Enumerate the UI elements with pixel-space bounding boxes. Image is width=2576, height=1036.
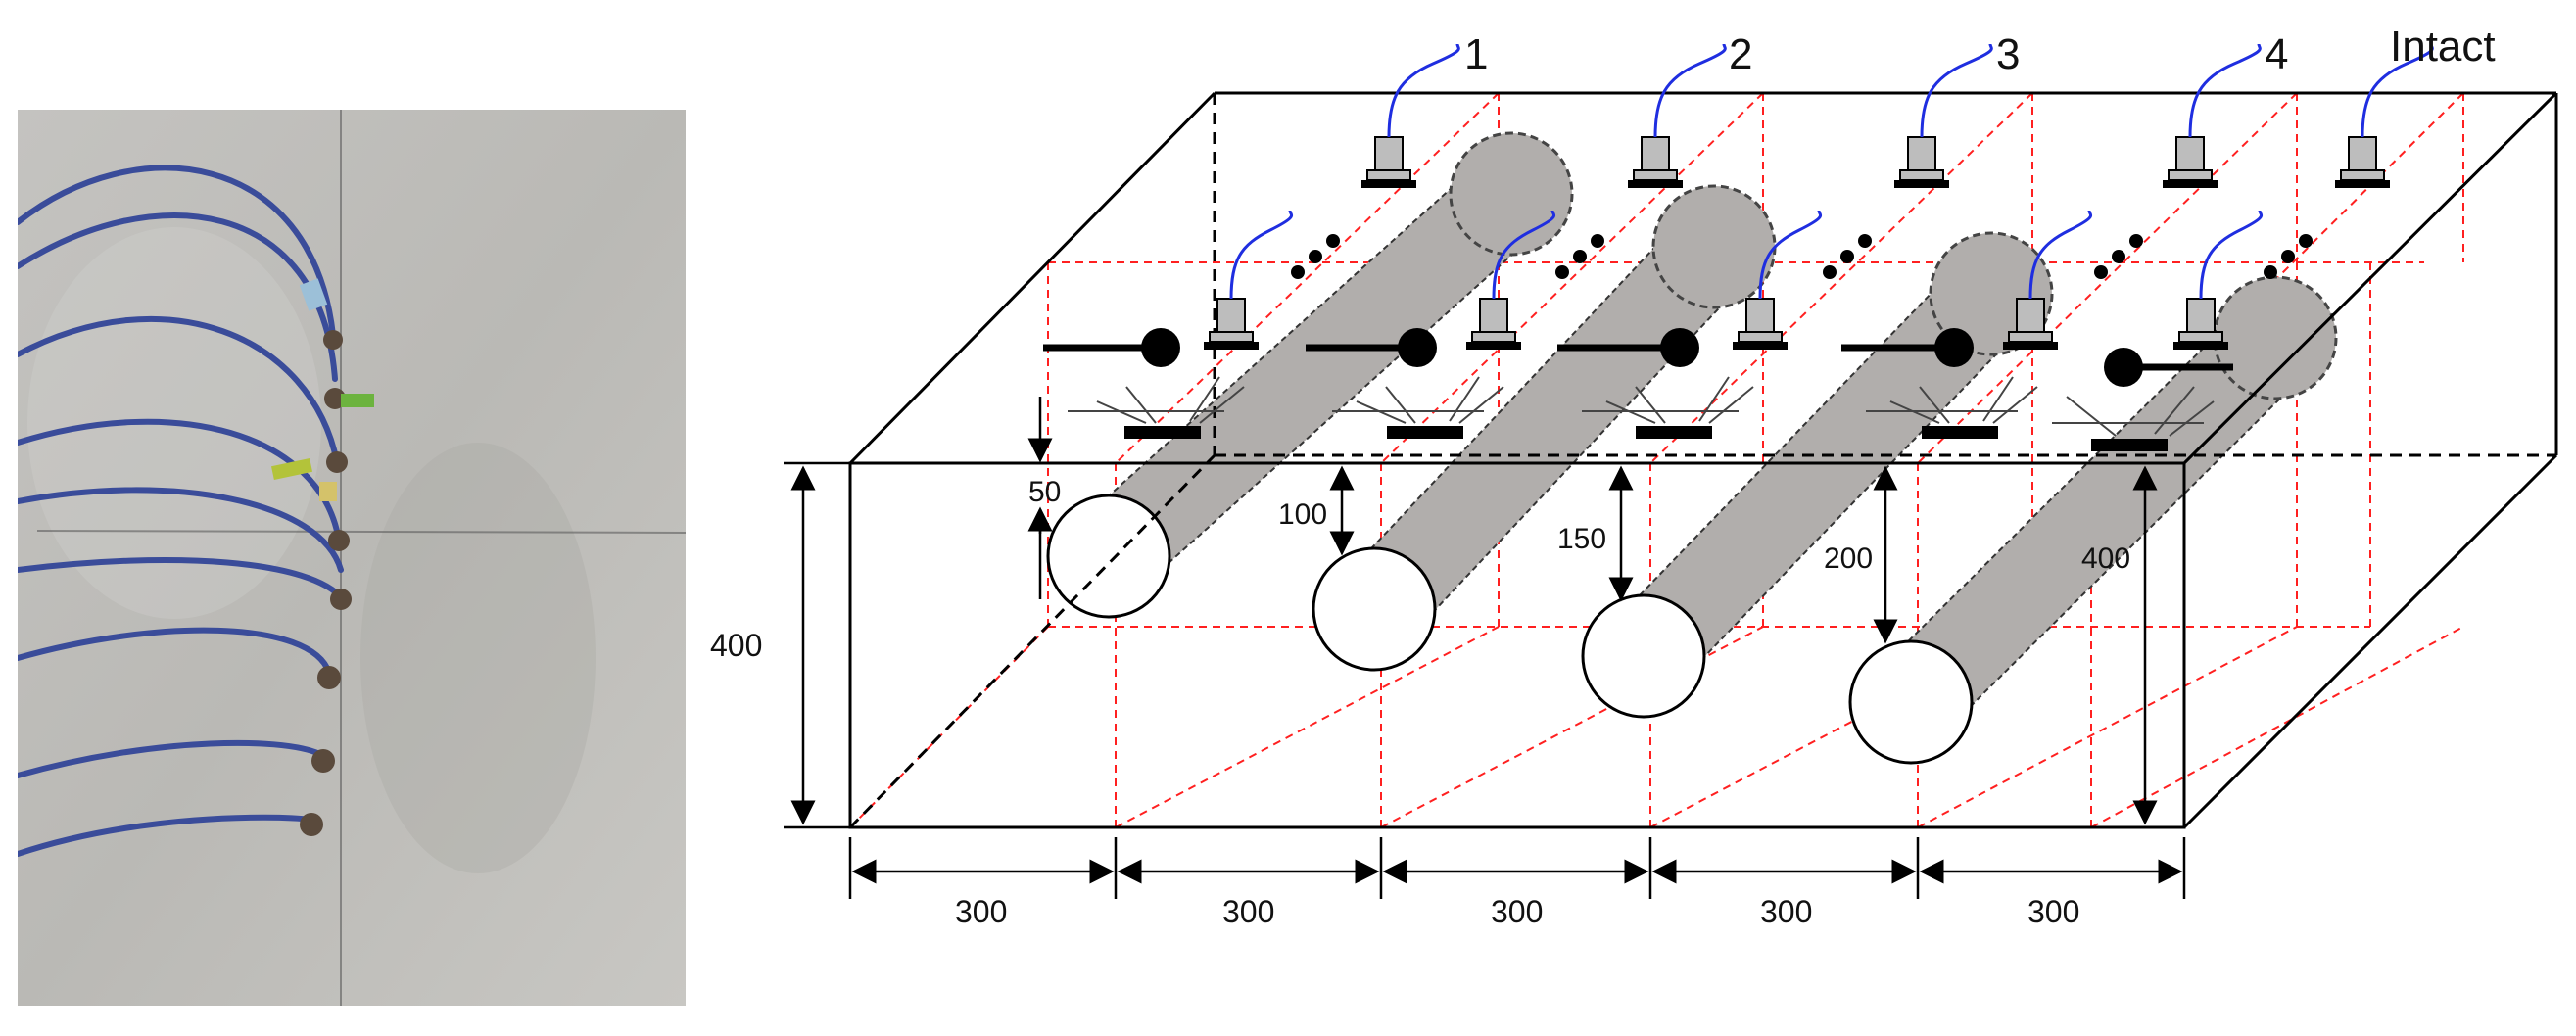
impact-hammers	[1043, 328, 2233, 451]
dimension-lines	[784, 397, 2186, 899]
back-sensors	[1361, 43, 2434, 188]
width-label-5: 300	[2027, 894, 2079, 929]
ae-sensor-icon	[2173, 210, 2264, 350]
ae-sensor-icon	[1628, 43, 1727, 188]
depth-label-100: 100	[1278, 498, 1327, 531]
sensor-label-3: 3	[1996, 30, 2020, 78]
impact-hammer-icon	[1043, 328, 1245, 439]
sensor-label-intact: Intact	[2390, 23, 2496, 71]
ae-sensor-icon	[2003, 210, 2093, 350]
height-label: 400	[710, 628, 762, 663]
front-sensors	[1204, 210, 2264, 350]
depth-label-400: 400	[2081, 542, 2130, 575]
pipe-1	[1046, 131, 1574, 619]
depth-label-150: 150	[1557, 523, 1606, 555]
impact-hammer-icon	[1841, 328, 2038, 439]
impact-hammer-icon	[2052, 348, 2233, 451]
ae-sensor-icon	[1361, 43, 1460, 188]
depth-label-200: 200	[1824, 542, 1873, 575]
sensor-label-2: 2	[1729, 30, 1752, 78]
ae-sensor-icon	[1894, 43, 1993, 188]
impact-hammer-icon	[1557, 328, 1754, 439]
concrete-block-outline	[848, 91, 2558, 829]
width-label-3: 300	[1491, 894, 1543, 929]
ae-sensor-icon	[1466, 210, 1556, 350]
specimen-photo	[18, 110, 686, 1006]
depth-label-50: 50	[1028, 476, 1061, 508]
ae-sensor-icon	[2163, 43, 2262, 188]
ae-sensor-icon	[1733, 210, 1823, 350]
sensor-labels: 1 2 3 4 Intact	[1464, 23, 2496, 78]
ae-sensor-icon	[1204, 210, 1294, 350]
width-label-1: 300	[955, 894, 1007, 929]
width-labels: 300 300 300 300 300	[955, 894, 2079, 929]
impact-hammer-icon	[1306, 328, 1504, 439]
sensor-label-1: 1	[1464, 30, 1488, 78]
width-label-2: 300	[1222, 894, 1274, 929]
ellipsis-dots	[1291, 234, 2313, 279]
depth-labels: 50 100 150 200 400	[1028, 476, 2130, 575]
sensor-label-4: 4	[2265, 30, 2288, 78]
hidden-edges	[848, 93, 2556, 829]
pipe-4	[1848, 275, 2338, 765]
ae-sensor-icon	[2335, 43, 2434, 188]
top-grid-lines	[849, 92, 2464, 828]
width-label-4: 300	[1760, 894, 1812, 929]
